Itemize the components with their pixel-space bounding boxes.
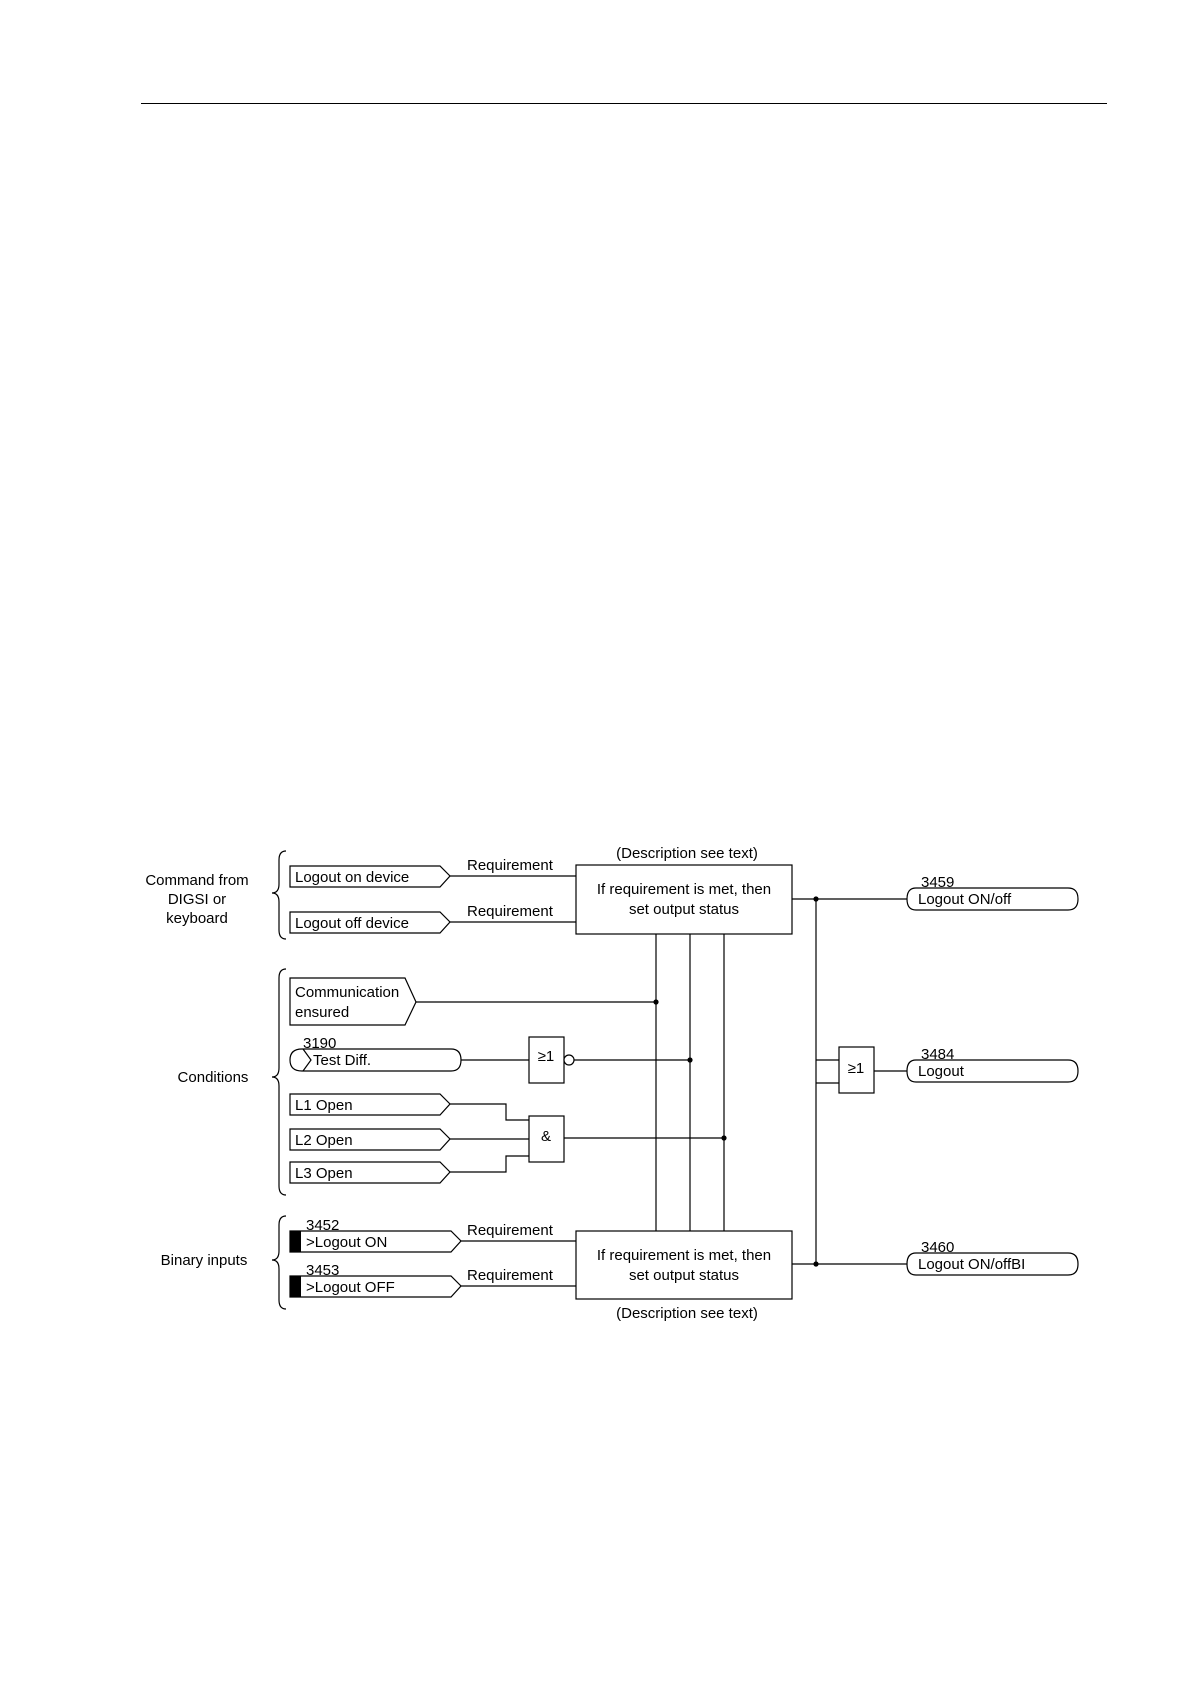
communication-label-line1: Communication <box>295 984 399 1001</box>
requirement-label: Requirement <box>467 903 554 920</box>
logout-on-off-bi-number: 3460 <box>921 1239 954 1256</box>
and-gate-symbol: & <box>541 1128 551 1145</box>
logout-on-off-number: 3459 <box>921 874 954 891</box>
output-logout-on-off: 3459 Logout ON/off <box>906 874 1079 911</box>
top-block-line2: set output status <box>629 901 739 918</box>
junction-dot <box>721 1135 727 1141</box>
input-test-diff: 3190 Test Diff. <box>289 1035 462 1072</box>
bottom-processing-block: If requirement is met, then set output s… <box>575 1230 793 1300</box>
input-logout-on-bi: 3452 >Logout ON <box>289 1217 462 1253</box>
description-label-top: (Description see text) <box>616 845 758 862</box>
command-label-line3: keyboard <box>166 910 228 927</box>
l2-open-label: L2 Open <box>295 1132 353 1149</box>
bottom-block-line1: If requirement is met, then <box>597 1247 771 1264</box>
conditions-label: Conditions <box>178 1069 249 1086</box>
input-l3-open: L3 Open <box>289 1161 451 1184</box>
requirement-label: Requirement <box>467 1222 554 1239</box>
logout-on-bi-label: >Logout ON <box>306 1234 387 1251</box>
connections <box>416 875 907 1287</box>
junction-dot <box>687 1057 693 1063</box>
or-gate-symbol: ≥1 <box>538 1048 555 1065</box>
test-diff-number: 3190 <box>303 1035 336 1052</box>
l1-open-label: L1 Open <box>295 1097 353 1114</box>
and-gate: & <box>528 1115 565 1163</box>
communication-label-line2: ensured <box>295 1004 349 1021</box>
binary-inputs-label: Binary inputs <box>161 1252 248 1269</box>
bottom-block-line2: set output status <box>629 1267 739 1284</box>
binary-input-marker <box>290 1276 301 1297</box>
output-logout: 3484 Logout <box>906 1046 1079 1083</box>
logout-off-bi-number: 3453 <box>306 1262 339 1279</box>
command-label-line2: DIGSI or <box>168 891 226 908</box>
or-gate-output: ≥1 <box>838 1046 875 1094</box>
header-rule <box>141 103 1107 104</box>
command-label-line1: Command from <box>145 872 248 889</box>
negation-bubble <box>563 1054 575 1066</box>
binary-input-marker <box>290 1231 301 1252</box>
command-group: Command from DIGSI or keyboard <box>145 850 287 940</box>
input-logout-on-device: Logout on device <box>289 865 451 888</box>
top-processing-block: If requirement is met, then set output s… <box>575 864 793 935</box>
logout-on-off-bi-label: Logout ON/offBI <box>918 1256 1025 1273</box>
logout-number: 3484 <box>921 1046 954 1063</box>
conditions-brace <box>271 968 287 1196</box>
input-l2-open: L2 Open <box>289 1128 451 1151</box>
or-gate-inverted: ≥1 <box>528 1036 575 1084</box>
binary-inputs-brace <box>271 1215 287 1310</box>
conditions-group: Conditions <box>178 968 287 1196</box>
l3-open-label: L3 Open <box>295 1165 353 1182</box>
input-logout-off-bi: 3453 >Logout OFF <box>289 1262 462 1298</box>
logout-off-bi-label: >Logout OFF <box>306 1279 395 1296</box>
output-logout-on-off-bi: 3460 Logout ON/offBI <box>906 1239 1079 1276</box>
logout-on-off-label: Logout ON/off <box>918 891 1012 908</box>
command-brace <box>271 850 287 940</box>
test-diff-label: Test Diff. <box>313 1052 371 1069</box>
input-logout-off-device: Logout off device <box>289 911 451 934</box>
logout-on-device-label: Logout on device <box>295 869 409 886</box>
requirement-label: Requirement <box>467 1267 554 1284</box>
junction-dot <box>813 896 819 902</box>
input-l1-open: L1 Open <box>289 1093 451 1116</box>
input-communication-ensured: Communication ensured <box>289 977 417 1026</box>
junction-dot <box>813 1261 819 1267</box>
top-block-line1: If requirement is met, then <box>597 881 771 898</box>
logout-on-bi-number: 3452 <box>306 1217 339 1234</box>
logout-off-device-label: Logout off device <box>295 915 409 932</box>
logout-label: Logout <box>918 1063 965 1080</box>
or-gate-output-symbol: ≥1 <box>848 1060 865 1077</box>
binary-inputs-group: Binary inputs <box>161 1215 287 1310</box>
description-label-bottom: (Description see text) <box>616 1305 758 1322</box>
requirement-label: Requirement <box>467 857 554 874</box>
junction-dot <box>653 999 659 1005</box>
